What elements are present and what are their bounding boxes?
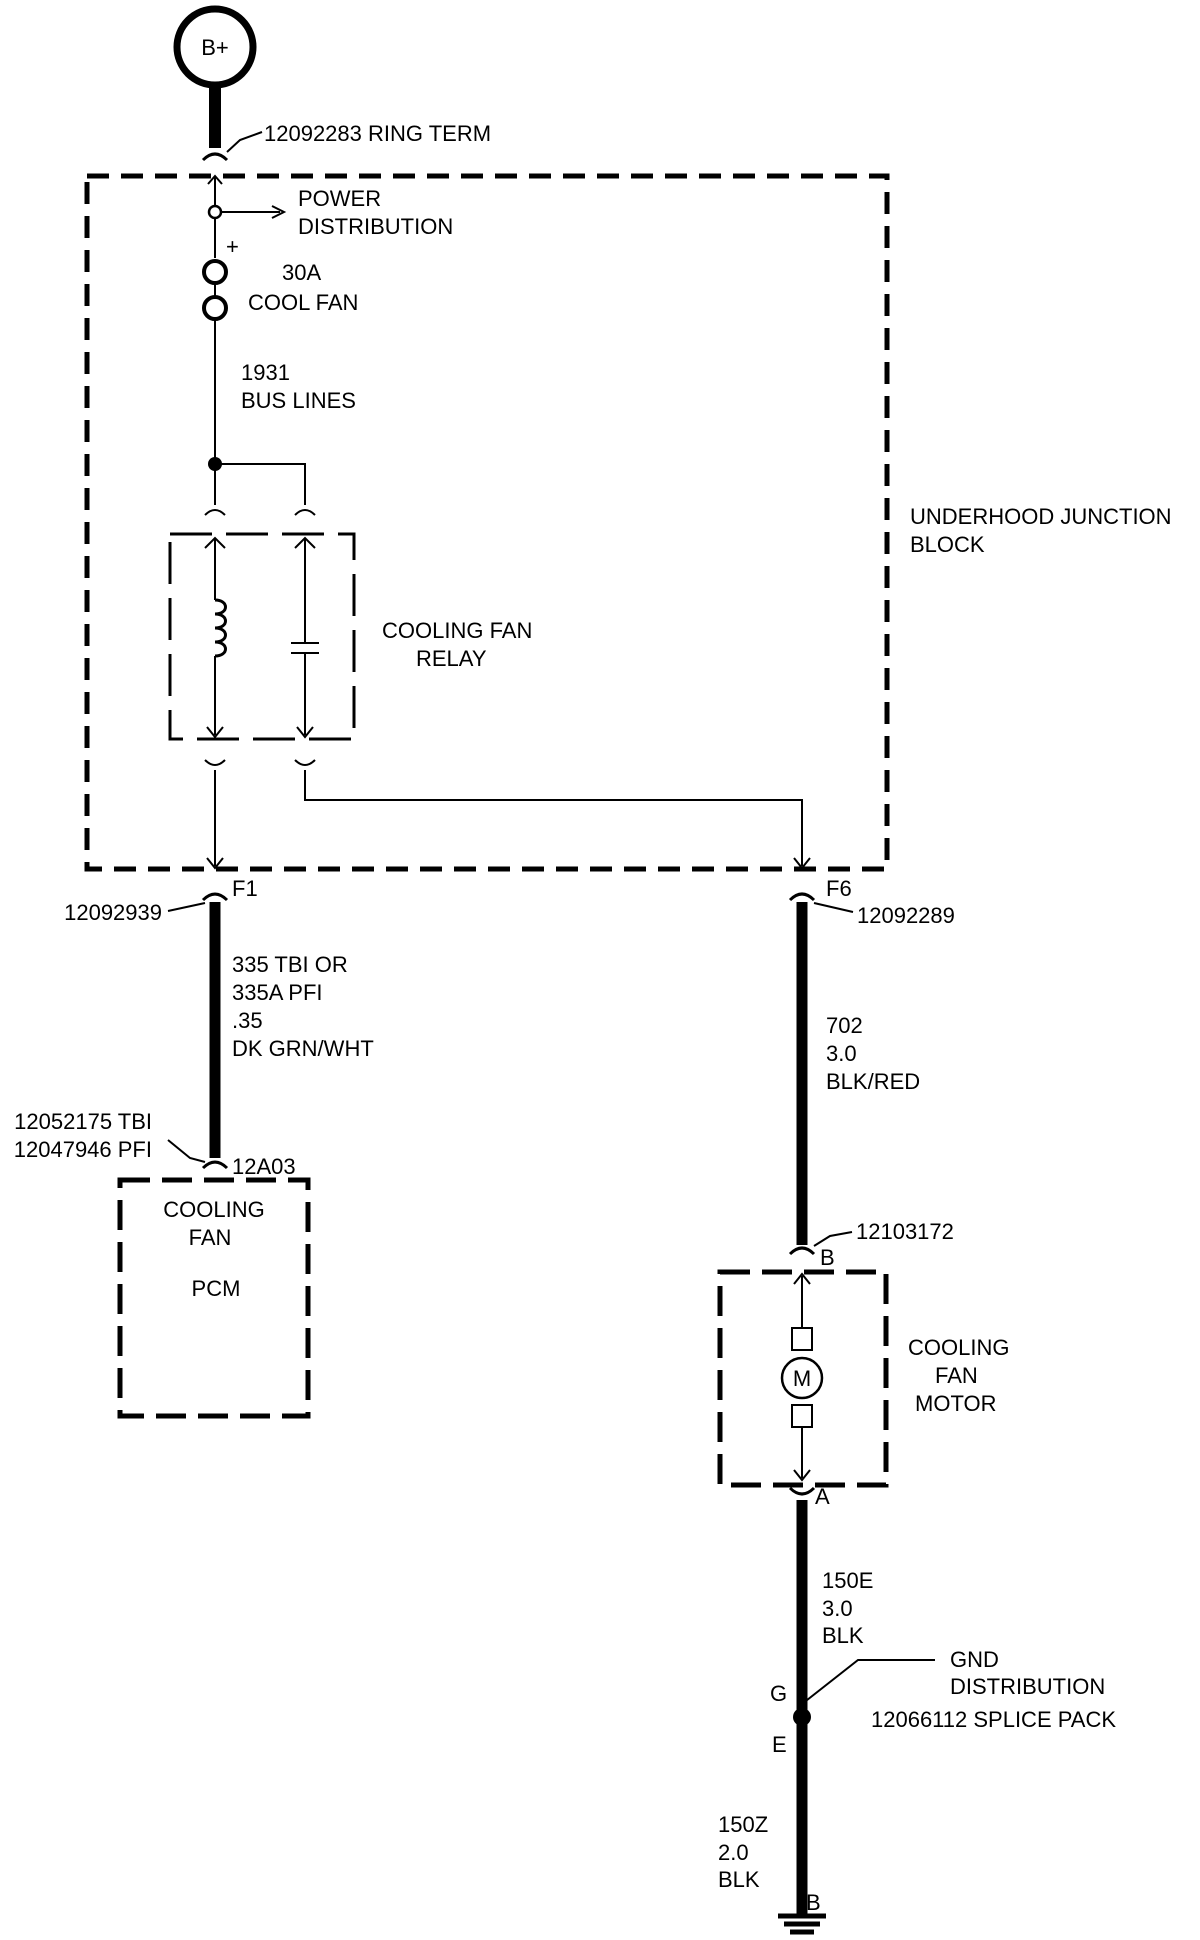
splice-pin-e: E [772, 1732, 787, 1757]
motor-connector-pin-b: B [820, 1245, 835, 1270]
motor-symbol [780, 1356, 824, 1400]
ground-icon [778, 1913, 826, 1935]
connector-f6 [788, 892, 816, 902]
pcm-module [117, 1177, 311, 1419]
pcm-connector-leader [167, 1139, 206, 1163]
wire-335-label-1: 335 TBI OR [232, 952, 348, 977]
wire-150z-label-2: 2.0 [718, 1840, 749, 1865]
motor-label-1: COOLING [908, 1335, 1009, 1360]
battery-terminal: B+ [173, 5, 257, 89]
relay-top-connector-switch [294, 509, 316, 516]
connector-f1 [201, 892, 229, 902]
splice-pack-label: 12066112 SPLICE PACK [871, 1707, 1116, 1732]
wire-702-label-2: 3.0 [826, 1041, 857, 1066]
relay-bottom-connector-coil [204, 759, 226, 766]
connector-f1-leader [167, 902, 206, 912]
power-distribution-node [207, 204, 223, 220]
motor-connector-b [788, 1246, 816, 1256]
bus-lines-label-1: 1931 [241, 360, 290, 385]
wire-150e-label-3: BLK [822, 1623, 864, 1648]
power-distribution-arrow [271, 205, 287, 219]
gnd-distribution-leader [801, 1659, 935, 1705]
fuse-name: COOL FAN [248, 290, 358, 315]
cooling-fan-motor-assembly [717, 1269, 889, 1488]
wire-335-label-3: .35 [232, 1008, 263, 1033]
motor-connector-part: 12103172 [856, 1219, 954, 1244]
connector-f6-part: 12092289 [857, 903, 955, 928]
motor-symbol-label: M [793, 1366, 811, 1391]
pcm-label-2: FAN [189, 1225, 232, 1250]
connector-f6-leader [813, 902, 854, 913]
gnd-distribution-label-1: GND [950, 1647, 999, 1672]
motor-brush-top [791, 1327, 813, 1351]
ground-pin-b: B [806, 1890, 821, 1915]
relay-label-1: COOLING FAN [382, 618, 532, 643]
wire-702-label-3: BLK/RED [826, 1069, 920, 1094]
wire-335-label-4: DK GRN/WHT [232, 1036, 374, 1061]
wire-335-label-2: 335A PFI [232, 980, 323, 1005]
wire-150z-label-1: 150Z [718, 1812, 768, 1837]
motor-connector-leader [813, 1231, 853, 1247]
bus-lines-label-2: BUS LINES [241, 388, 356, 413]
motor-connector-a [788, 1486, 816, 1496]
connector-f1-part: 12092939 [64, 900, 162, 925]
power-distribution-label-2: DISTRIBUTION [298, 214, 453, 239]
underhood-junction-block [84, 173, 890, 872]
motor-label-3: MOTOR [915, 1391, 996, 1416]
cooling-fan-relay [168, 532, 356, 741]
ring-term-label: 12092283 RING TERM [264, 121, 491, 146]
wire-702-label-1: 702 [826, 1013, 863, 1038]
wire-150z-label-3: BLK [718, 1867, 760, 1892]
pcm-label-1: COOLING [163, 1197, 264, 1222]
wire-150e-label-2: 3.0 [822, 1596, 853, 1621]
relay-label-2: RELAY [416, 646, 487, 671]
pcm-connector-pin: 12A03 [232, 1154, 296, 1179]
battery-label: B+ [201, 35, 229, 60]
connector-f6-pin: F6 [826, 876, 852, 901]
power-distribution-label-1: POWER [298, 186, 381, 211]
connector-f1-pin: F1 [232, 876, 258, 901]
fuse-plus-sign: + [226, 234, 239, 259]
gnd-distribution-label-2: DISTRIBUTION [950, 1674, 1105, 1699]
wire-150e-label-1: 150E [822, 1568, 873, 1593]
pcm-connector-part-2: 12047946 PFI [14, 1137, 152, 1162]
ring-term-connector [201, 152, 229, 162]
fuse-30a-cool-fan [202, 259, 228, 321]
motor-connector-pin-a: A [815, 1484, 830, 1509]
relay-top-connector-coil [204, 509, 226, 516]
pcm-connector-part-1: 12052175 TBI [14, 1109, 152, 1134]
motor-label-2: FAN [935, 1363, 978, 1388]
fuse-rating: 30A [282, 260, 321, 285]
pcm-label-3: PCM [192, 1276, 241, 1301]
pcm-connector [201, 1160, 229, 1170]
relay-bottom-connector-switch [294, 759, 316, 766]
relay-coil [214, 598, 227, 658]
junction-block-label-2: BLOCK [910, 532, 985, 557]
junction-block-label-1: UNDERHOOD JUNCTION [910, 504, 1172, 529]
relay-to-f6-wire [304, 770, 803, 866]
motor-brush-bottom [791, 1404, 813, 1428]
ring-term-leader [226, 131, 263, 153]
splice-pin-g: G [770, 1681, 787, 1706]
